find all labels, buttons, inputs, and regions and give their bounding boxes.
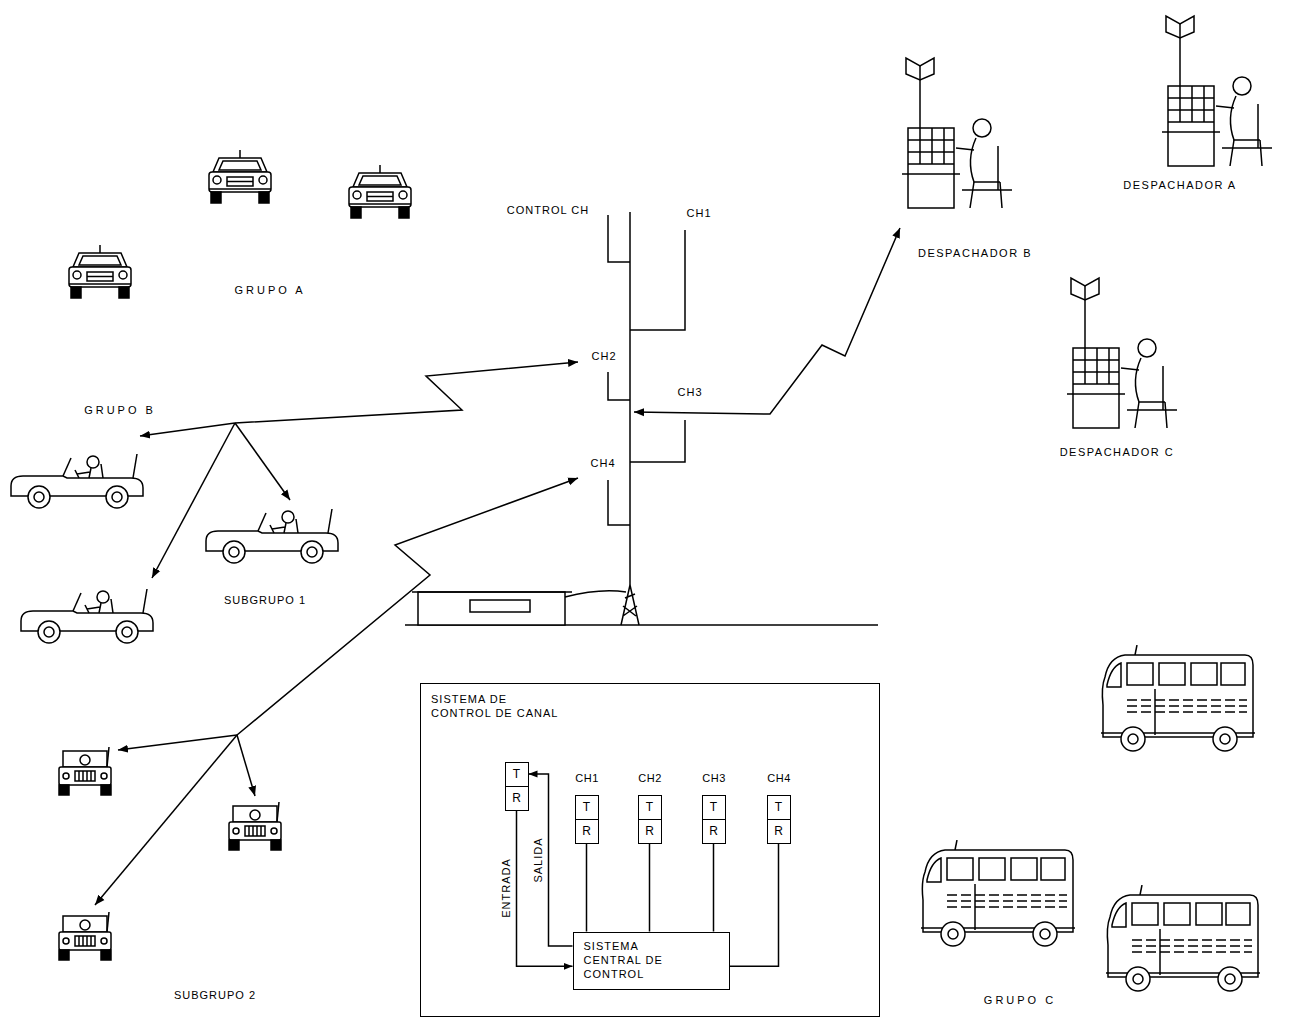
group-label: GRUPO A xyxy=(233,284,306,297)
station-roof xyxy=(412,591,572,593)
receiver-box: R xyxy=(767,819,791,844)
radio-link xyxy=(235,423,290,500)
radio-link xyxy=(152,423,235,578)
cell-letter: T xyxy=(710,800,717,814)
transmitter-box: T xyxy=(638,795,662,820)
signal-line xyxy=(586,844,588,932)
group-label: GRUPO C xyxy=(983,994,1057,1007)
station-window xyxy=(470,600,530,612)
transmitter-box: T xyxy=(702,795,726,820)
car-icon xyxy=(349,165,411,218)
ground-line xyxy=(405,624,878,626)
channel-label: CH1 xyxy=(685,207,712,220)
jeep-icon xyxy=(11,454,143,508)
channel-label: CH3 xyxy=(676,386,703,399)
radio-link xyxy=(140,423,235,436)
line-label: ENTRADA xyxy=(500,857,512,921)
channel-label: CH2 xyxy=(637,772,663,785)
radio-link xyxy=(118,735,237,750)
cell-letter: T xyxy=(583,800,590,814)
van-icon xyxy=(921,840,1075,946)
radio-link xyxy=(235,362,578,423)
cell-letter: T xyxy=(513,767,520,781)
cell-letter: R xyxy=(774,824,783,838)
jeep-icon xyxy=(59,912,111,960)
signal-line xyxy=(649,844,651,932)
signal-line xyxy=(529,774,573,946)
jeep-icon xyxy=(21,589,153,643)
antenna-element xyxy=(608,480,630,525)
signal-line xyxy=(517,811,573,967)
signal-line xyxy=(713,844,715,932)
channel-label: CONTROL CH xyxy=(506,204,590,217)
dispatcher-icon xyxy=(1067,278,1177,428)
receiver-box: R xyxy=(575,819,599,844)
antenna-element xyxy=(608,372,630,400)
subgroup-label: SUBGRUPO 2 xyxy=(173,989,257,1002)
transmitter-box: T xyxy=(767,795,791,820)
radio-link xyxy=(237,735,255,796)
cell-letter: T xyxy=(775,800,782,814)
car-icon xyxy=(209,150,271,203)
feeder-cable xyxy=(565,591,626,597)
antenna-element xyxy=(608,215,630,262)
cell-letter: R xyxy=(582,824,591,838)
tower-symbol xyxy=(621,585,639,625)
box-label: SISTEMA CENTRAL DE CONTROL xyxy=(584,939,679,981)
channel-label: CH2 xyxy=(590,350,617,363)
station-building xyxy=(418,592,565,625)
channel-label: CH4 xyxy=(589,457,616,470)
dispatcher-label: DESPACHADOR A xyxy=(1122,179,1237,192)
receiver-box: R xyxy=(505,786,529,811)
panel-title: SISTEMA DE CONTROL DE CANAL xyxy=(431,692,571,720)
radio-link xyxy=(95,735,237,905)
radio-link xyxy=(237,478,578,735)
channel-label: CH1 xyxy=(574,772,600,785)
cell-letter: T xyxy=(646,800,653,814)
van-icon xyxy=(1101,645,1255,751)
dispatcher-label: DESPACHADOR B xyxy=(917,247,1033,260)
cell-letter: R xyxy=(645,824,654,838)
dispatcher-label: DESPACHADOR C xyxy=(1059,446,1176,459)
van-icon xyxy=(1106,885,1260,991)
jeep-icon xyxy=(59,747,111,795)
receiver-box: R xyxy=(638,819,662,844)
antenna-element xyxy=(630,420,685,462)
transmitter-box: T xyxy=(575,795,599,820)
jeep-icon xyxy=(229,802,281,850)
antenna-mast xyxy=(629,212,631,585)
transmitter-box: T xyxy=(505,762,529,787)
channel-label: CH3 xyxy=(701,772,727,785)
line-label: SALIDA xyxy=(532,835,544,884)
system-panel: SISTEMA DE CONTROL DE CANALTRTRTRTRTRSIS… xyxy=(420,683,880,1017)
car-icon xyxy=(69,245,131,298)
signal-line xyxy=(730,844,779,967)
group-label: GRUPO B xyxy=(83,404,157,417)
cell-letter: R xyxy=(512,791,521,805)
radio-link xyxy=(634,228,900,414)
antenna-element xyxy=(630,230,685,330)
subgroup-label: SUBGRUPO 1 xyxy=(223,594,307,607)
channel-label: CH4 xyxy=(766,772,792,785)
control-unit-box: SISTEMA CENTRAL DE CONTROL xyxy=(573,932,730,990)
dispatcher-icon xyxy=(1162,16,1272,166)
dispatcher-icon xyxy=(902,58,1012,208)
cell-letter: R xyxy=(709,824,718,838)
jeep-icon xyxy=(206,509,338,563)
receiver-box: R xyxy=(702,819,726,844)
